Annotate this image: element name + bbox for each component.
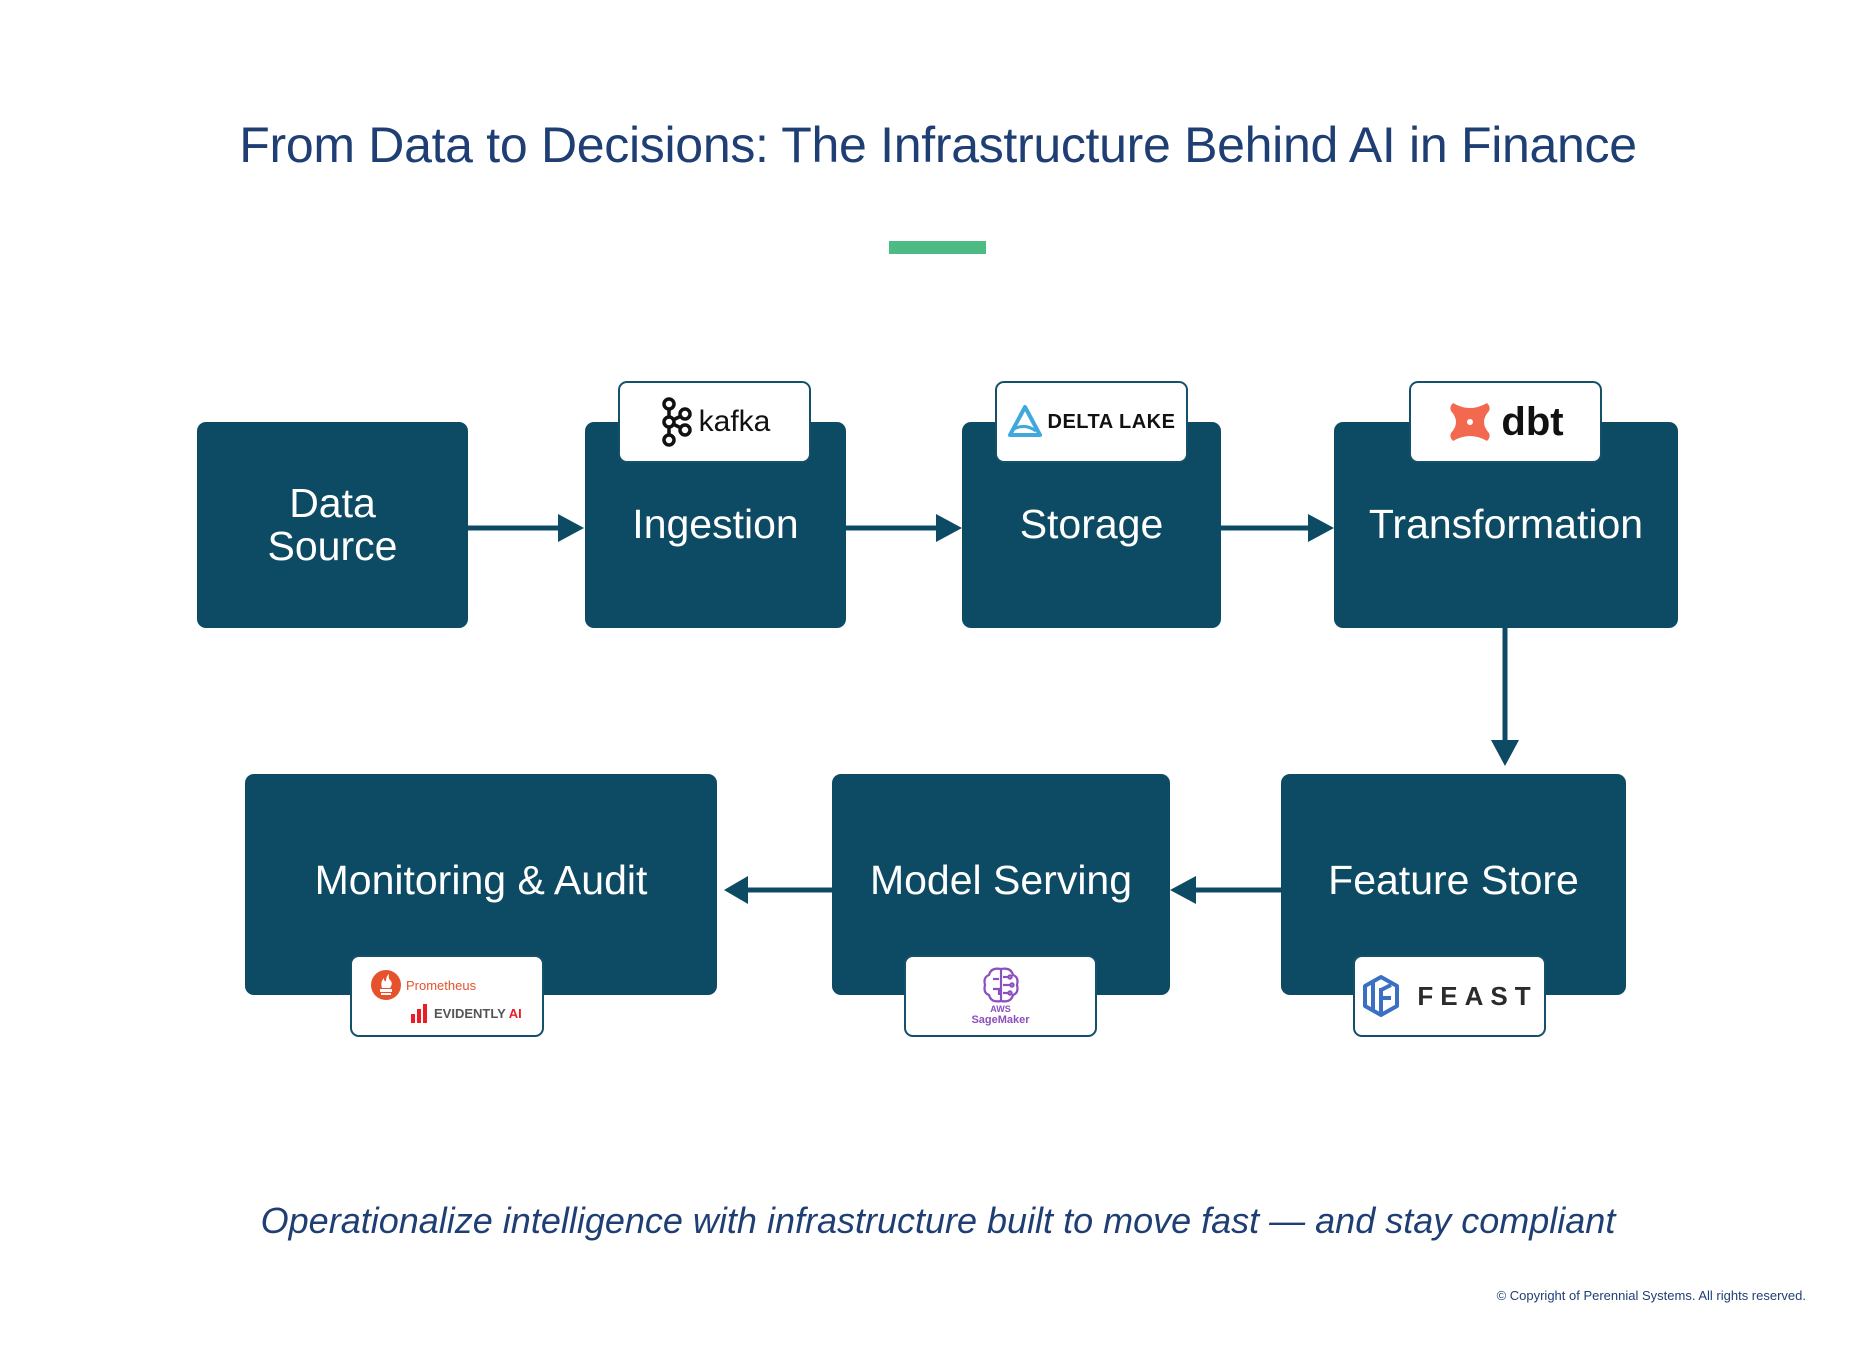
page-title: From Data to Decisions: The Infrastructu…	[239, 117, 1637, 173]
arrow-storage-to-transformation	[1221, 514, 1334, 542]
stage-label: Storage	[1019, 501, 1164, 548]
delta-lake-icon	[1007, 405, 1042, 437]
kafka-icon	[661, 397, 692, 447]
stage-label: Ingestion	[632, 501, 799, 548]
accent-bar	[889, 241, 986, 254]
tool-badge-dbt: dbt	[1409, 381, 1602, 463]
arrow-featurestore-to-modelserving	[1170, 876, 1281, 904]
tool-badge-feast: FEAST	[1353, 955, 1546, 1037]
tool-badge-delta-lake: DELTA LAKE	[995, 381, 1188, 463]
tool-name: kafka	[698, 405, 771, 438]
tool-name-line1: AWS	[990, 1004, 1011, 1015]
tool-name: Prometheus	[406, 977, 477, 993]
stage-data-source: Data Source	[197, 422, 468, 628]
prometheus-icon	[371, 970, 401, 1000]
tool-badge-sagemaker: AWS SageMaker	[904, 955, 1097, 1037]
tagline: Operationalize intelligence with infrast…	[260, 1200, 1616, 1241]
feast-icon	[1363, 975, 1400, 1017]
stage-transformation: Transformation	[1334, 422, 1678, 628]
stage-label: Transformation	[1368, 501, 1644, 548]
stage-label: Feature Store	[1328, 856, 1579, 903]
stage-label: Monitoring & Audit	[314, 856, 648, 903]
tool-name-suffix: AI	[508, 1005, 522, 1021]
tool-name: EVIDENTLY	[434, 1005, 506, 1021]
stage-model-serving: Model Serving	[832, 774, 1170, 995]
sagemaker-icon	[982, 967, 1019, 1003]
arrow-datasource-to-ingestion	[468, 514, 584, 542]
stage-label: Data	[289, 479, 376, 526]
arrow-modelserving-to-monitoring	[724, 876, 832, 904]
copyright: © Copyright of Perennial Systems. All ri…	[1496, 1288, 1806, 1303]
evidently-ai-icon	[411, 1004, 427, 1023]
tool-name: FEAST	[1417, 980, 1538, 1011]
tool-badge-kafka: kafka	[618, 381, 811, 463]
tool-name-line2: SageMaker	[971, 1014, 1030, 1027]
dbt-icon	[1450, 403, 1491, 441]
stage-feature-store: Feature Store	[1281, 774, 1626, 995]
arrow-ingestion-to-storage	[846, 514, 962, 542]
arrow-transformation-to-featurestore	[1491, 628, 1519, 766]
tool-badge-monitoring: Prometheus EVIDENTLY AI	[350, 955, 544, 1037]
tool-name: dbt	[1501, 399, 1564, 444]
tool-name: DELTA LAKE	[1047, 410, 1176, 433]
stage-label: Model Serving	[869, 856, 1133, 903]
stage-label: Source	[267, 523, 398, 569]
